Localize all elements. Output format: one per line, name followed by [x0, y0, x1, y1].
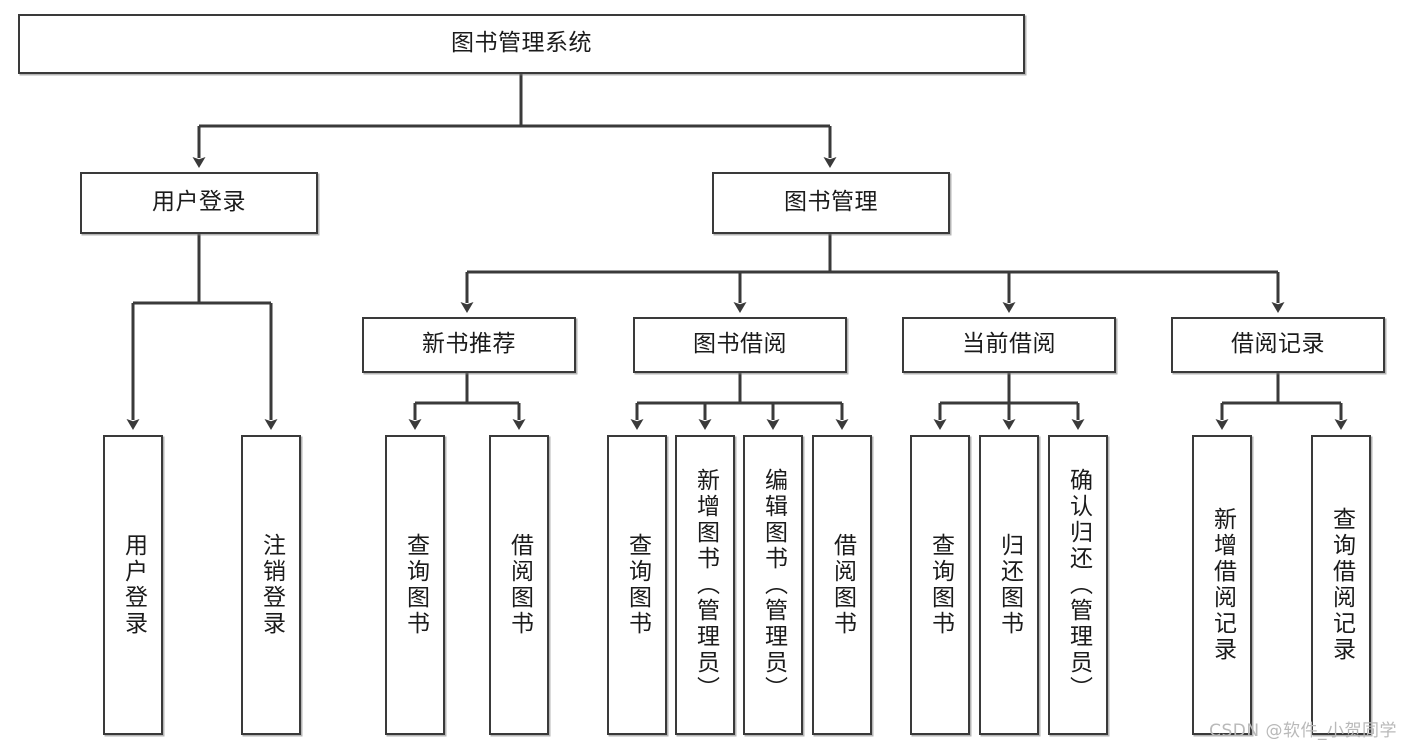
node-label: 用户登录 — [152, 189, 246, 216]
node-label: 借阅图书 — [829, 533, 856, 637]
leaf-user-login[interactable]: 用户登录 — [103, 435, 163, 735]
node-label: 查询图书 — [624, 533, 651, 637]
leaf-logout[interactable]: 注销登录 — [241, 435, 301, 735]
node-label: 归还图书 — [996, 533, 1023, 637]
node-label: 新书推荐 — [422, 331, 516, 358]
node-label: 当前借阅 — [962, 331, 1056, 358]
leaf-current-return-book[interactable]: 归还图书 — [979, 435, 1039, 735]
node-label: 确认归还（管理员） — [1065, 468, 1092, 702]
leaf-borrow-query-book[interactable]: 查询图书 — [607, 435, 667, 735]
node-root-system[interactable]: 图书管理系统 — [18, 14, 1025, 74]
leaf-borrow-borrow-book[interactable]: 借阅图书 — [812, 435, 872, 735]
node-label: 图书借阅 — [693, 331, 787, 358]
node-label: 借阅记录 — [1231, 331, 1325, 358]
leaf-records-query-record[interactable]: 查询借阅记录 — [1311, 435, 1371, 735]
node-book-borrow[interactable]: 图书借阅 — [633, 317, 847, 373]
node-label: 查询借阅记录 — [1328, 507, 1355, 663]
node-label: 图书管理系统 — [451, 30, 592, 57]
leaf-records-add-record[interactable]: 新增借阅记录 — [1192, 435, 1252, 735]
node-user-login[interactable]: 用户登录 — [80, 172, 318, 234]
node-label: 编辑图书（管理员） — [760, 468, 787, 702]
leaf-borrow-add-book-admin[interactable]: 新增图书（管理员） — [675, 435, 735, 735]
leaf-borrow-edit-book-admin[interactable]: 编辑图书（管理员） — [743, 435, 803, 735]
node-borrow-records[interactable]: 借阅记录 — [1171, 317, 1385, 373]
csdn-watermark: CSDN @软件_小贺同学 — [1209, 721, 1397, 741]
node-book-management[interactable]: 图书管理 — [712, 172, 950, 234]
leaf-newbook-borrow-book[interactable]: 借阅图书 — [489, 435, 549, 735]
node-new-book-recommend[interactable]: 新书推荐 — [362, 317, 576, 373]
node-label: 用户登录 — [120, 533, 147, 637]
leaf-current-confirm-return-admin[interactable]: 确认归还（管理员） — [1048, 435, 1108, 735]
node-label: 图书管理 — [784, 189, 878, 216]
leaf-current-query-book[interactable]: 查询图书 — [910, 435, 970, 735]
node-label: 新增借阅记录 — [1209, 507, 1236, 663]
node-label: 查询图书 — [927, 533, 954, 637]
node-label: 注销登录 — [258, 533, 285, 637]
node-label: 查询图书 — [402, 533, 429, 637]
node-current-borrow[interactable]: 当前借阅 — [902, 317, 1116, 373]
node-label: 借阅图书 — [506, 533, 533, 637]
leaf-newbook-query-book[interactable]: 查询图书 — [385, 435, 445, 735]
node-label: 新增图书（管理员） — [692, 468, 719, 702]
